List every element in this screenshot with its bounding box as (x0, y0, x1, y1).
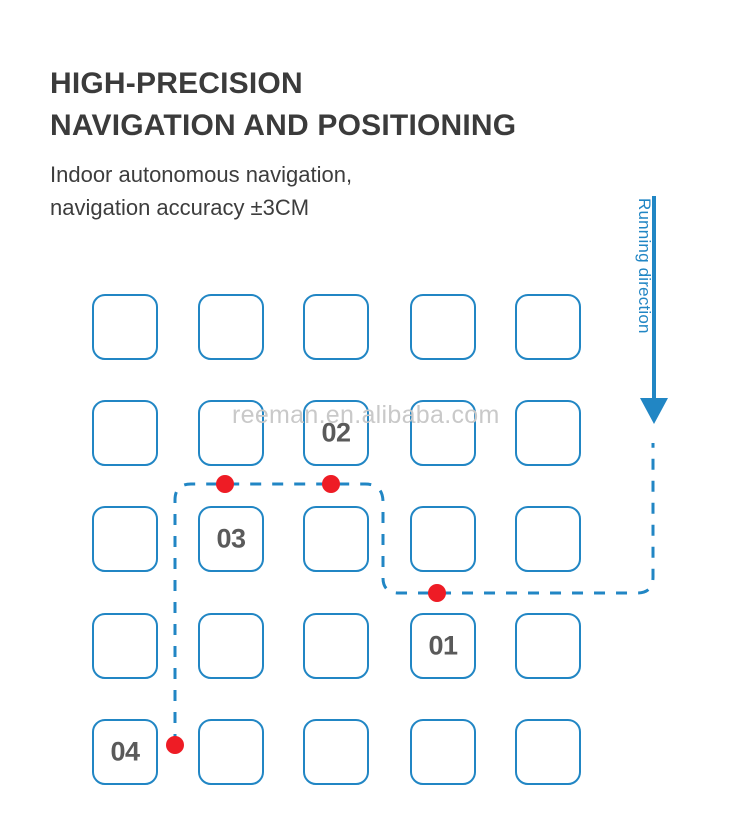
arrow-down-icon (640, 398, 668, 424)
grid-cell[interactable] (198, 613, 264, 679)
waypoint-dot-wp-04[interactable] (166, 736, 184, 754)
grid-cell[interactable] (92, 506, 158, 572)
station-cell-04[interactable]: 04 (92, 719, 158, 785)
grid-cell[interactable] (410, 294, 476, 360)
running-direction-label: Running direction (635, 198, 654, 334)
grid-cell[interactable] (303, 506, 369, 572)
grid-cell[interactable] (92, 613, 158, 679)
station-label: 03 (216, 523, 246, 554)
waypoint-dot-wp-03[interactable] (216, 475, 234, 493)
subtitle-line-2: navigation accuracy ±3CM (50, 195, 310, 220)
station-cell-02[interactable]: 02 (303, 400, 369, 466)
grid-cell[interactable] (303, 294, 369, 360)
heading-block: HIGH-PRECISION NAVIGATION AND POSITIONIN… (50, 63, 670, 224)
station-cell-01[interactable]: 01 (410, 613, 476, 679)
grid-cell[interactable] (410, 400, 476, 466)
subtitle-line-1: Indoor autonomous navigation, (50, 162, 353, 187)
station-label: 04 (110, 736, 140, 767)
grid-cell[interactable] (198, 294, 264, 360)
running-direction-arrow: Running direction (635, 196, 686, 428)
grid-cell[interactable] (515, 719, 581, 785)
page-title-line-1: HIGH-PRECISION (50, 67, 303, 100)
subtitle-block: Indoor autonomous navigation, navigation… (50, 158, 670, 224)
page-title-line-2: NAVIGATION AND POSITIONING (50, 109, 517, 142)
station-label: 02 (321, 417, 351, 448)
grid-cell[interactable] (198, 400, 264, 466)
grid-cell[interactable] (515, 294, 581, 360)
arrow-shaft (652, 196, 656, 402)
grid-cell[interactable] (515, 400, 581, 466)
grid-cell[interactable] (92, 294, 158, 360)
route-path-line (173, 443, 655, 745)
watermark-text: reeman.en.alibaba.com (232, 401, 500, 429)
grid-cell[interactable] (515, 506, 581, 572)
grid-cell[interactable] (198, 719, 264, 785)
grid-cell[interactable] (92, 400, 158, 466)
grid-cell[interactable] (410, 506, 476, 572)
waypoint-dot-wp-02[interactable] (322, 475, 340, 493)
grid-cell[interactable] (410, 719, 476, 785)
grid-cell[interactable] (515, 613, 581, 679)
station-cell-03[interactable]: 03 (198, 506, 264, 572)
station-label: 01 (428, 630, 458, 661)
grid-cell[interactable] (303, 719, 369, 785)
waypoint-dot-wp-01[interactable] (428, 584, 446, 602)
grid-cell[interactable] (303, 613, 369, 679)
